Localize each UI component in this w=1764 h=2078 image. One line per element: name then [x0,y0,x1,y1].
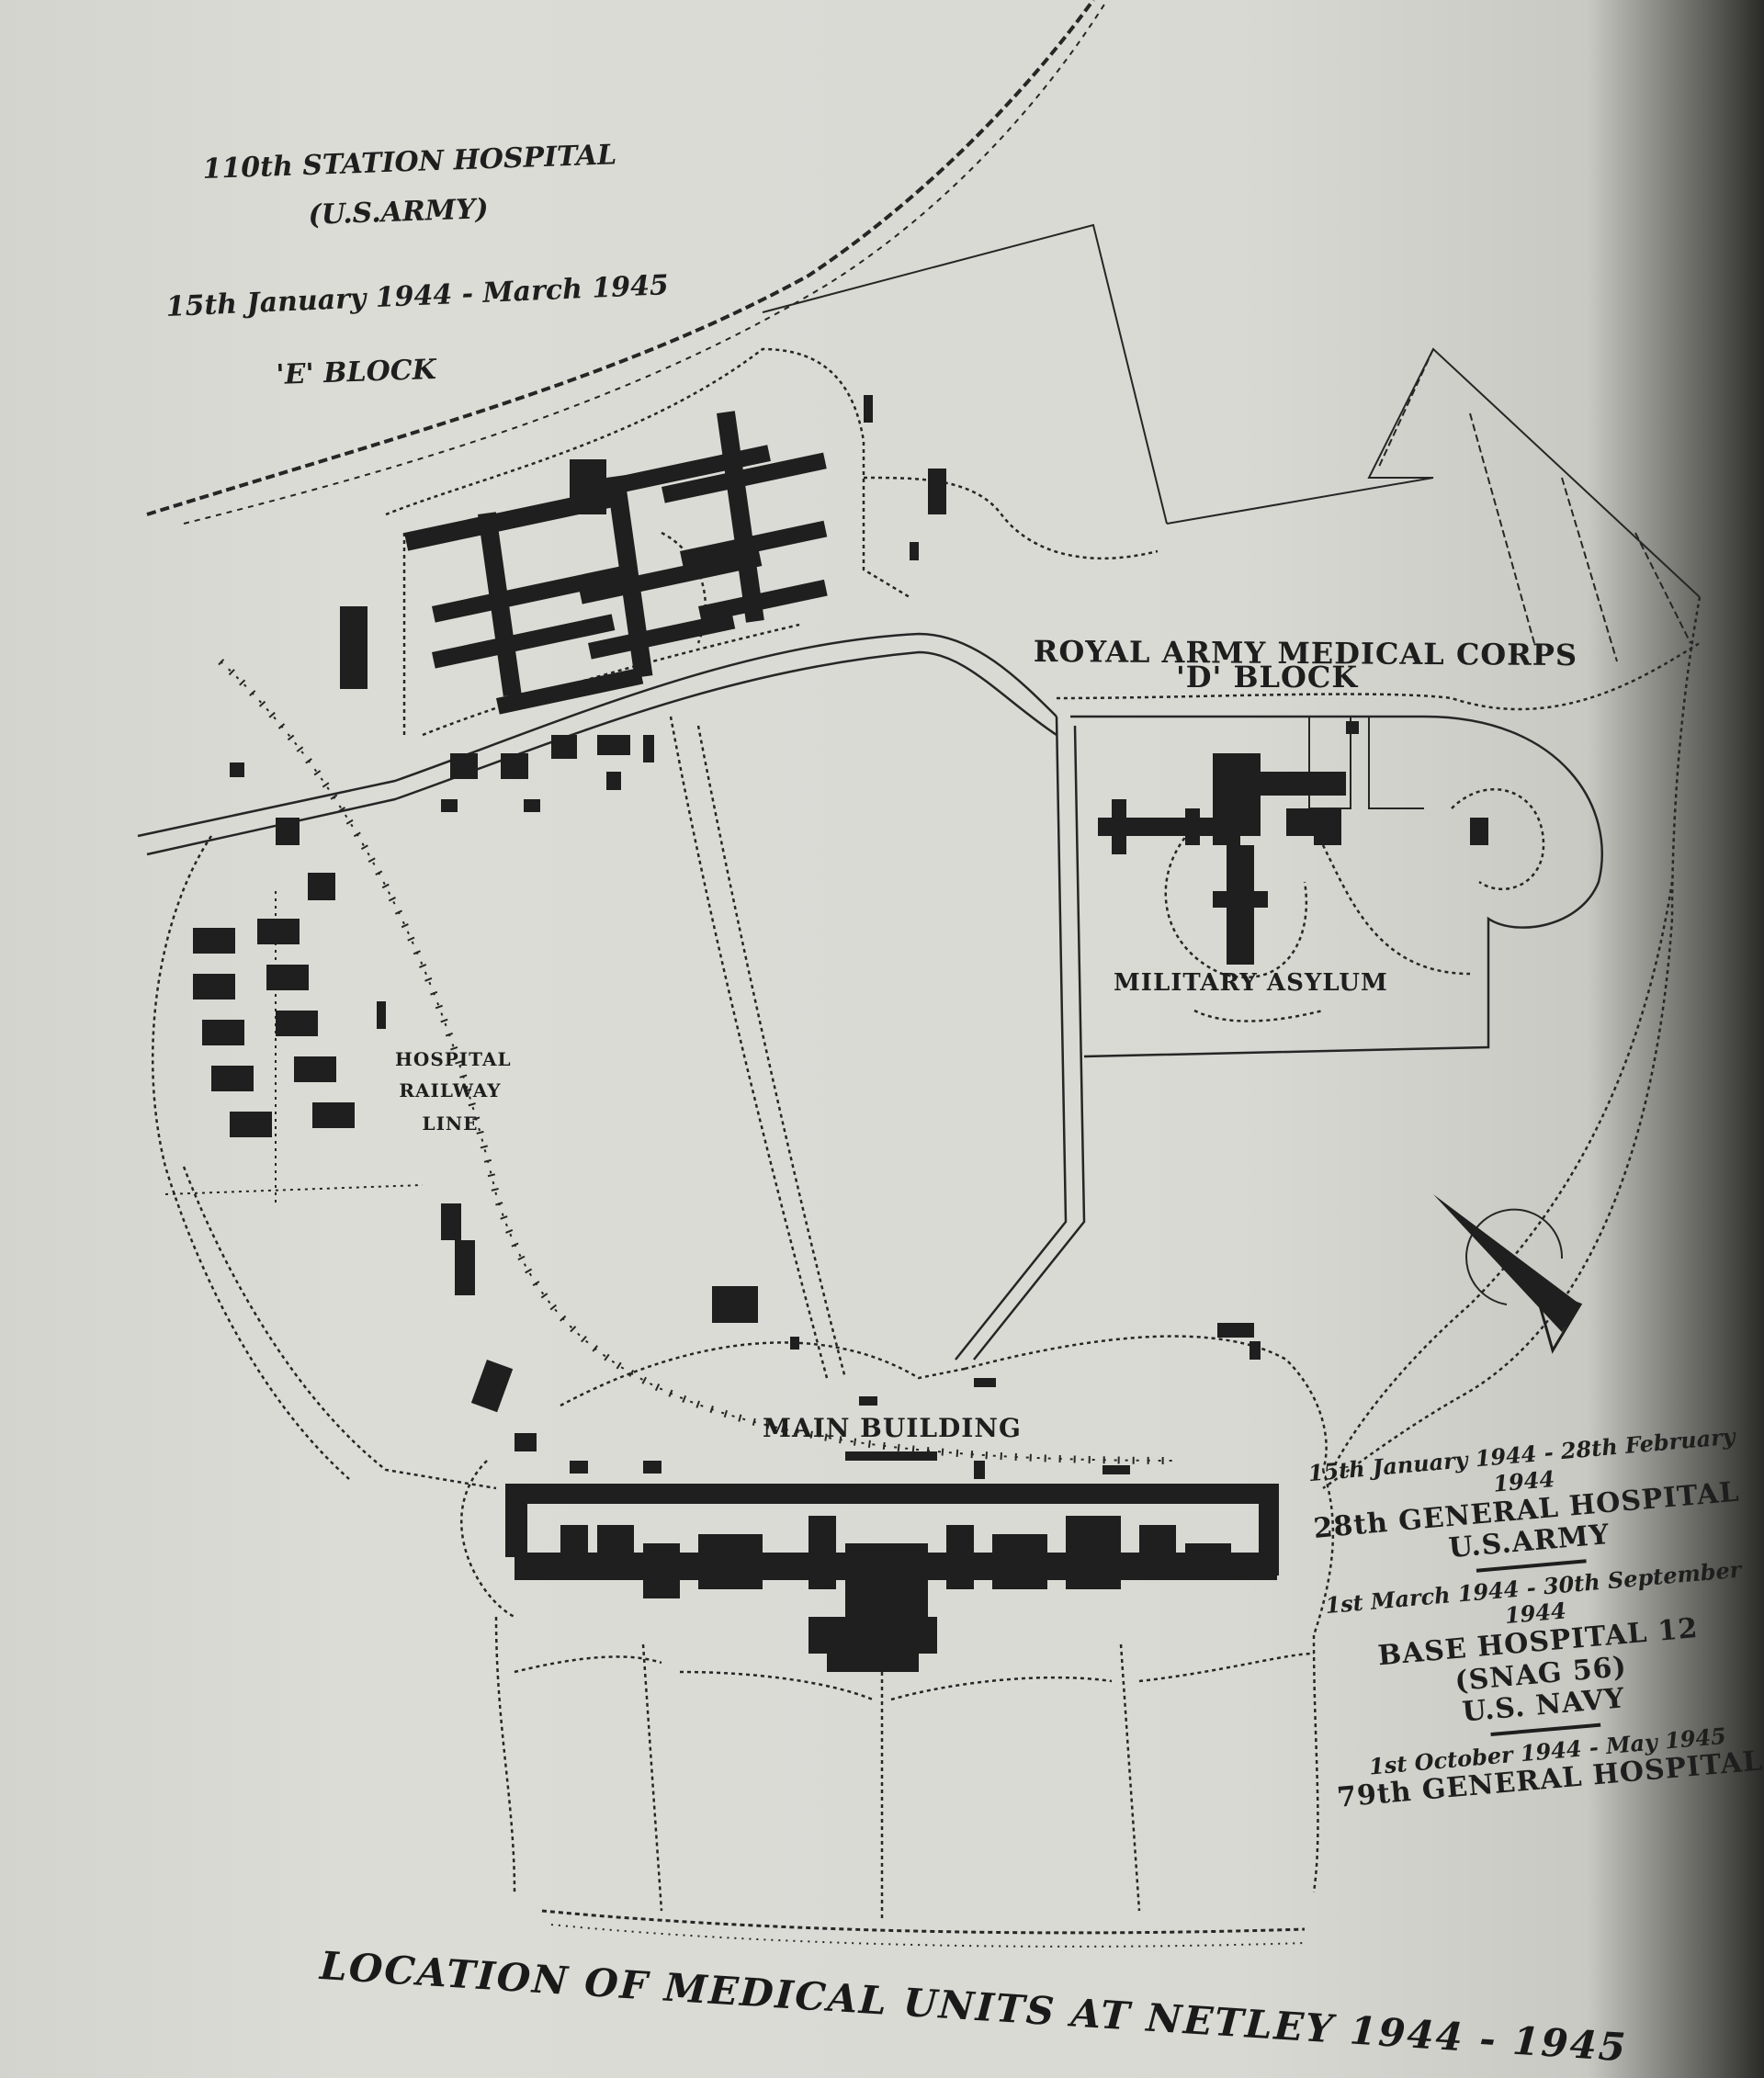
field-building [1217,1323,1254,1338]
east-boundary [1322,596,1702,1490]
e-block-building [864,395,873,423]
railway-building [514,1433,537,1451]
e-block-building [432,566,625,623]
main-road [137,632,1057,838]
road-building [441,799,458,812]
railway-label-2: RAILWAY [399,1079,502,1101]
e-block-building [910,542,919,560]
d-block-paths [1164,826,1471,1022]
railway-label-3: LINE [422,1112,479,1135]
south-fields [494,1616,1319,1920]
railway-building [377,1001,386,1029]
north-arrow-icon [1433,1194,1580,1332]
e-block-unit-subtitle: (U.S.ARMY) [307,193,490,232]
field-building [859,1396,877,1406]
e-block-building [431,614,616,669]
main-road-edge [146,650,1057,856]
diagonal-road [955,716,1086,1361]
e-block-spine [606,475,653,678]
west-hut [230,762,244,777]
central-field-south [560,1341,966,1407]
west-boundary [151,835,350,1480]
field-building [974,1378,996,1387]
e-block-building [496,667,644,715]
e-block-building [588,612,736,660]
e-block-building [570,459,606,514]
road-building [551,735,577,759]
road-building [450,753,478,779]
road-building [606,772,621,790]
shoreline-2 [550,1924,1306,1948]
e-block-east-path [863,476,1159,560]
railway-building [441,1203,461,1240]
field-building [1250,1341,1261,1360]
north-arrow-icon [1532,1283,1583,1354]
railway-building [455,1240,475,1295]
road-building [597,735,630,755]
road-building [524,799,540,812]
main-railway-rail [183,0,1108,525]
hut-rows [193,818,355,1137]
main-railway [146,0,1095,516]
d-block-buildings [1098,721,1488,965]
field-boundary [762,223,1168,525]
d-block-name: 'D' BLOCK [1176,660,1359,695]
e-block-name: 'E' BLOCK [275,353,437,391]
e-block-spine [478,512,522,697]
e-block-building [403,489,616,551]
north-arrow-circle [1465,1208,1564,1305]
e-block-building [698,579,828,623]
e-block-building [340,606,368,689]
field-lines [1377,348,1691,662]
main-building-label: MAIN BUILDING [763,1413,1022,1443]
road-building [643,735,654,762]
field-building [790,1337,799,1350]
field-boundary-east [1166,347,1701,598]
field-building [712,1286,758,1323]
hospital-railway-sleepers [218,659,1177,1464]
central-field [669,716,847,1379]
d-block-east-loop [1451,787,1545,891]
e-block-spine [717,411,764,623]
main-building-units: 15th January 1944 - 28th February 1944 2… [1306,1423,1764,1815]
railway-label-1: HOSPITAL [395,1048,512,1070]
main-building [505,1451,1279,1672]
shoreline [541,1909,1306,1935]
hospital-railway-line [220,661,1177,1462]
d-block-compound [1070,715,1603,1058]
military-asylum-label: MILITARY ASYLUM [1114,969,1388,997]
road-building [501,753,528,779]
main-building-grounds [460,1335,1335,1636]
e-block-building [928,469,946,514]
railway-building [470,1360,514,1413]
